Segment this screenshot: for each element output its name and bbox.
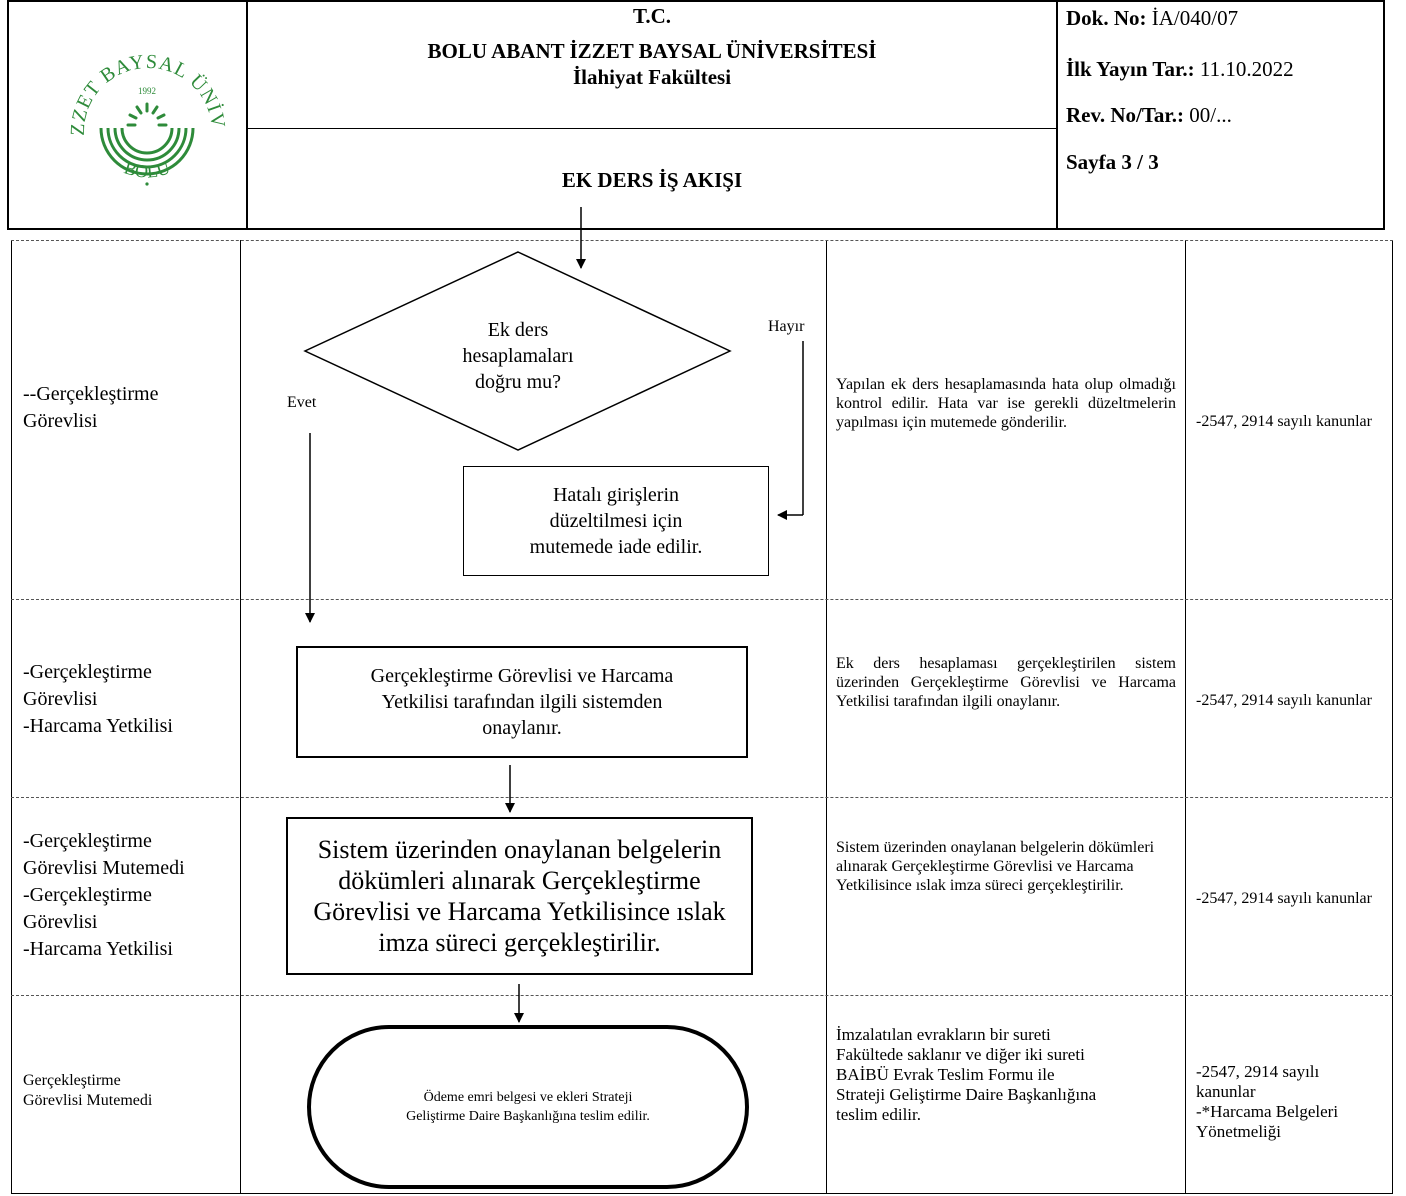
role-cell: -Gerçekleştirme Görevlisi Mutemedi -Gerç… (23, 830, 185, 960)
revision-no: Rev. No/Tar.: 00/... (1066, 103, 1232, 127)
law-cell: -2547, 2914 sayılı kanunlar -*Harcama Be… (1196, 1062, 1339, 1141)
error-return-box: Hatalı girişlerin düzeltilmesi için mute… (463, 466, 769, 576)
table-border-right (1392, 240, 1393, 1194)
role-cell: Gerçekleştirme Görevlisi Mutemedi (23, 1072, 153, 1109)
end-terminator: Ödeme emri belgesi ve ekleri Strateji Ge… (307, 1025, 749, 1189)
signature-process-box: Sistem üzerinden onaylanan belgelerin dö… (286, 817, 753, 975)
first-publish-date: İlk Yayın Tar.: 11.10.2022 (1066, 57, 1294, 81)
header-divider-left (246, 0, 248, 230)
page-number: Sayfa 3 / 3 (1066, 150, 1159, 174)
svg-text:1992: 1992 (138, 86, 156, 96)
document-header (7, 0, 1385, 230)
no-label: Hayır (768, 318, 805, 335)
table-divider-2 (826, 240, 827, 1194)
description-cell: Sistem üzerinden onaylanan belgelerin dö… (836, 839, 1155, 894)
header-line-tc: T.C. (632, 4, 672, 28)
document-title: EK DERS İŞ AKIŞI (561, 168, 743, 192)
header-university-name: BOLU ABANT İZZET BAYSAL ÜNİVERSİTESİ (427, 39, 877, 63)
row-separator-2 (11, 797, 1393, 798)
yes-label: Evet (287, 394, 317, 411)
row-separator-1 (11, 599, 1393, 600)
decision-diamond (303, 251, 732, 451)
row-separator-top (11, 240, 1393, 241)
table-divider-1 (240, 240, 241, 1194)
role-cell: --Gerçekleştirme Görevlisi (23, 383, 159, 432)
doc-no: Dok. No: İA/040/07 (1066, 6, 1239, 30)
row-separator-3 (11, 995, 1393, 996)
table-divider-3 (1185, 240, 1186, 1194)
table-border-bottom (11, 1193, 1393, 1194)
description-cell: İmzalatılan evrakların bir sureti Fakült… (836, 1025, 1097, 1124)
law-cell: -2547, 2914 sayılı kanunlar (1196, 413, 1372, 430)
university-seal-logo: ABANT İZZET BAYSAL ÜNİVERSİTESİ BOLU 199… (50, 10, 236, 206)
header-divider-right (1056, 0, 1058, 230)
header-faculty-name: İlahiyat Fakültesi (572, 65, 732, 89)
approve-process-box: Gerçekleştirme Görevlisi ve Harcama Yetk… (296, 646, 748, 758)
header-divider-horizontal (247, 128, 1057, 129)
decision-text: Ek ders hesaplamaları doğru mu? (462, 319, 574, 393)
description-cell: Yapılan ek ders hesaplamasında hata olup… (836, 376, 1176, 431)
description-cell: Ek ders hesaplaması gerçekleştirilen sis… (836, 655, 1176, 710)
law-cell: -2547, 2914 sayılı kanunlar (1196, 890, 1372, 907)
table-border-left (11, 240, 12, 1194)
law-cell: -2547, 2914 sayılı kanunlar (1196, 692, 1372, 709)
role-cell: -Gerçekleştirme Görevlisi -Harcama Yetki… (23, 661, 173, 737)
